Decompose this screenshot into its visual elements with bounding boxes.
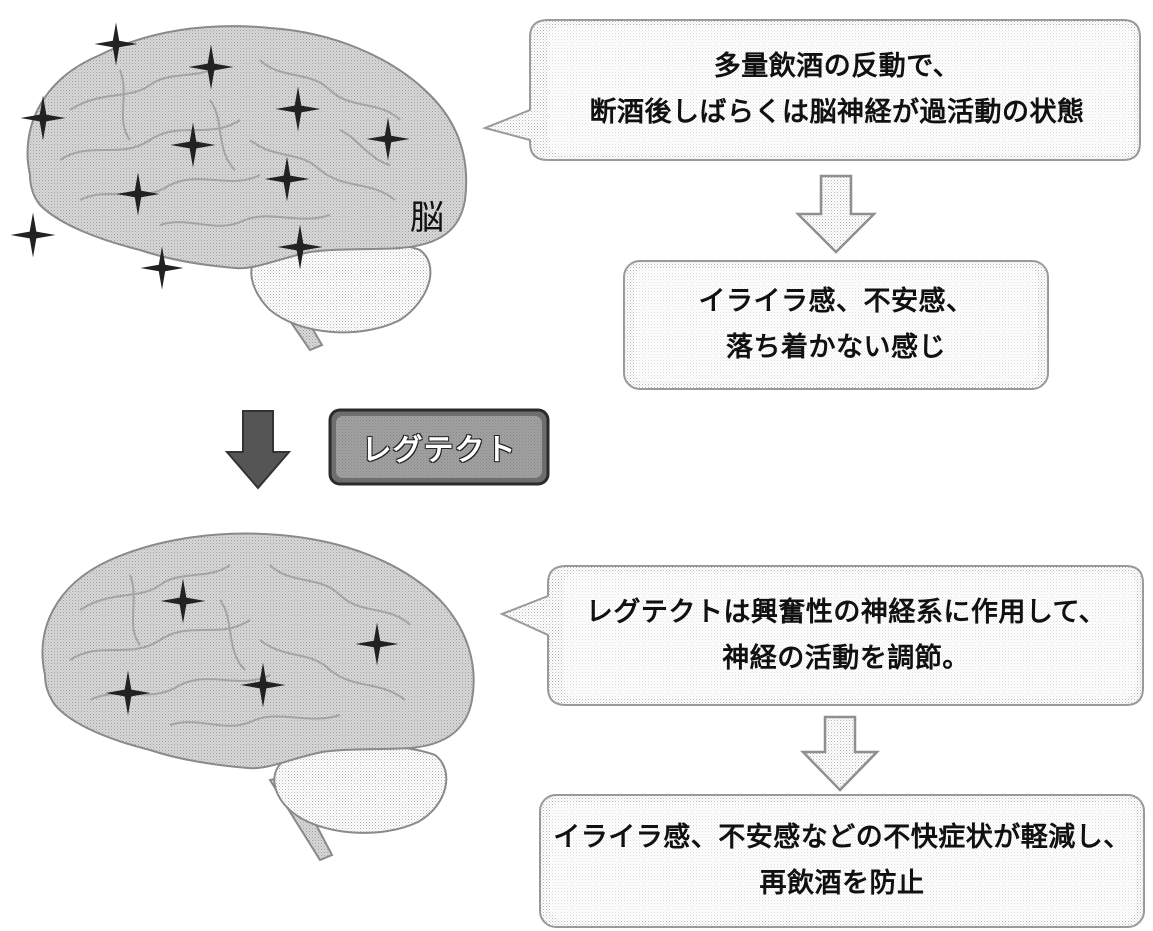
- result-bottom-line1: イライラ感、不安感などの不快症状が軽減し、: [553, 822, 1131, 853]
- result-top-text: イライラ感、不安感、 落ち着かない感じ: [624, 265, 1048, 385]
- result-bottom-text: イライラ感、不安感などの不快症状が軽減し、 再飲酒を防止: [540, 800, 1144, 922]
- callout-bottom-text: レグテクトは興奮性の神経系に作用して、 神経の活動を調節。: [556, 572, 1136, 699]
- callout-top-text: 多量飲酒の反動で、 断酒後しばらくは脳神経が過活動の状態: [540, 26, 1134, 154]
- brain-bottom: [41, 532, 475, 862]
- callout-bottom-line2: 神経の活動を調節。: [722, 642, 970, 674]
- callout-top-line2: 断酒後しばらくは脳神経が過活動の状態: [589, 97, 1085, 128]
- brain-bottom-cerebrum: [41, 532, 475, 770]
- outline-arrow-2: [800, 715, 880, 792]
- result-top-line1: イライラ感、不安感、: [698, 286, 974, 317]
- outline-arrow-1: [794, 174, 878, 254]
- star-icon: [10, 212, 56, 258]
- brain-top: [26, 25, 468, 352]
- result-bottom-line2: 再飲酒を防止: [759, 868, 925, 899]
- big-down-arrow: [224, 410, 292, 490]
- brain-top-cerebrum: [26, 25, 468, 270]
- drug-name-label: レグテクト: [361, 433, 517, 468]
- callout-bottom-line1: レグテクトは興奮性の神経系に作用して、: [585, 596, 1107, 628]
- result-top-line2: 落ち着かない感じ: [726, 332, 946, 363]
- brain-label: 脳: [410, 198, 444, 238]
- callout-top-line1: 多量飲酒の反動で、: [713, 51, 961, 82]
